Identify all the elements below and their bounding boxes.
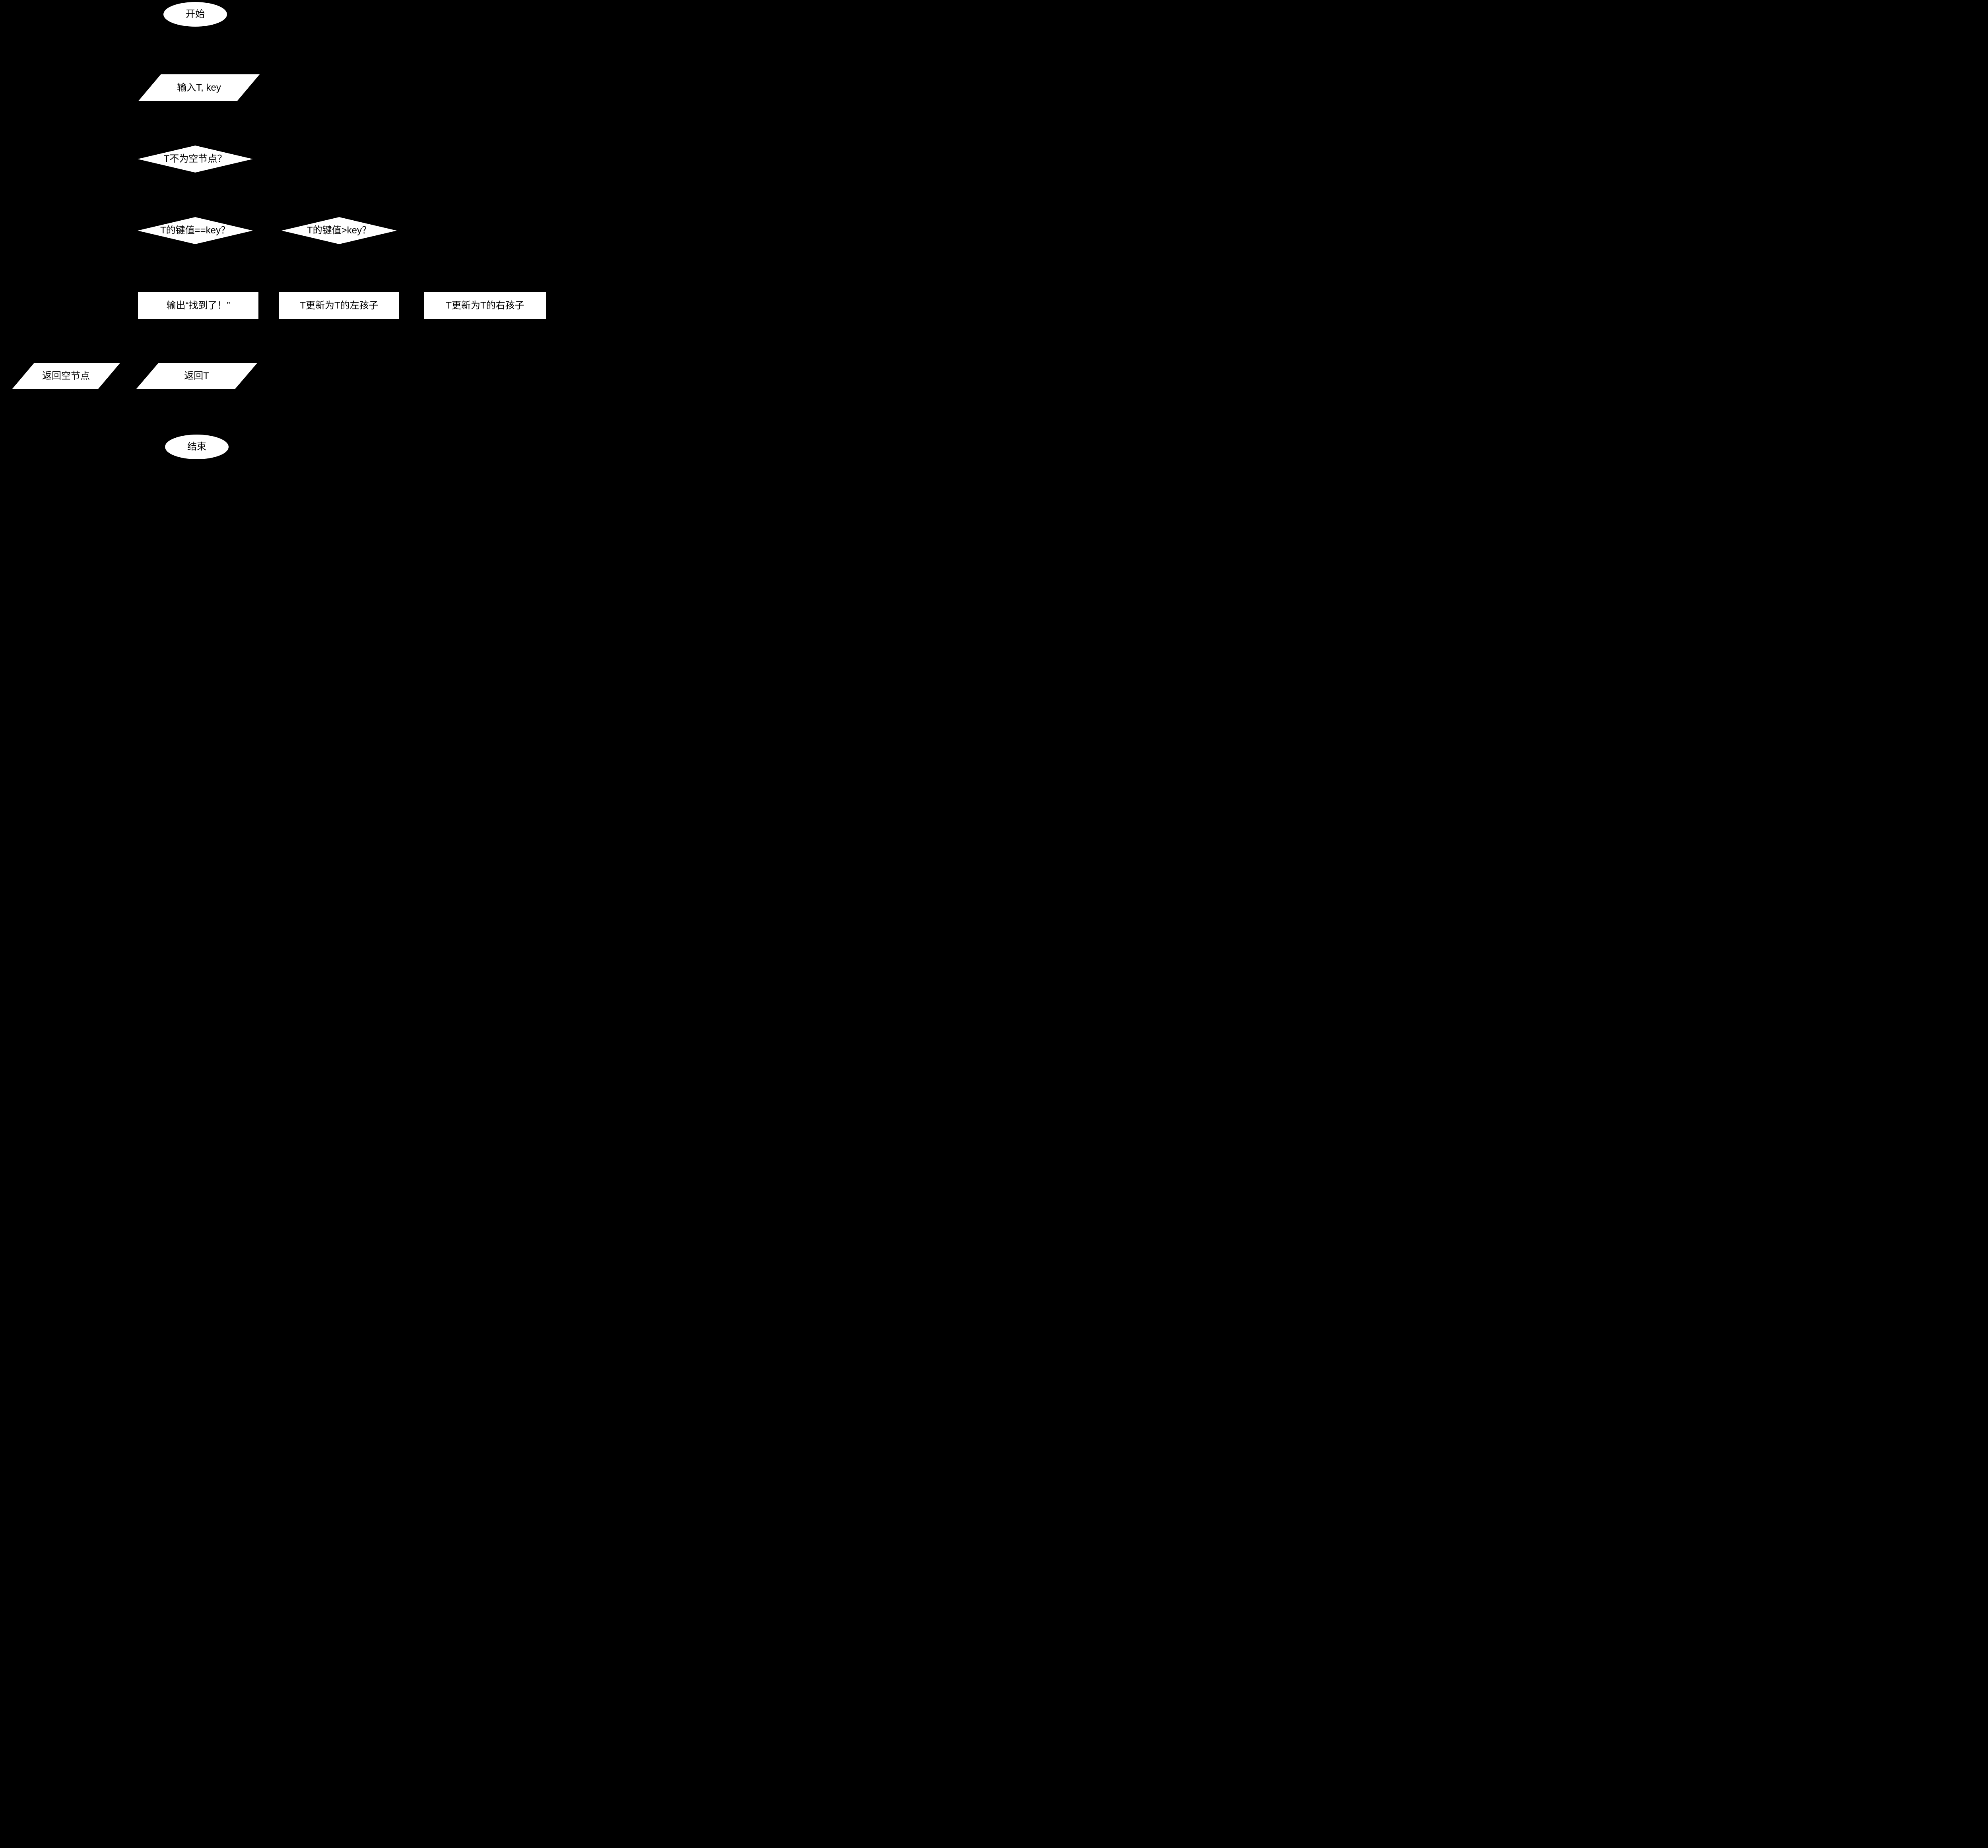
decision-node-t-not-empty: T不为空节点？ — [138, 146, 253, 173]
end-label: 结束 — [187, 441, 206, 452]
start-terminator-node: 开始 — [163, 2, 227, 27]
process-update-left-label: T更新为T的左孩子 — [300, 300, 379, 311]
flowchart-canvas: 开始 输入T, key T不为空节点？ T的键值==key？ T的键值>key？… — [0, 0, 564, 462]
io-return-t-label: 返回T — [184, 371, 209, 382]
decision-key-greater-label: T的键值>key？ — [307, 225, 372, 236]
decision-node-key-equal: T的键值==key？ — [138, 217, 253, 244]
end-terminator-node: 结束 — [165, 435, 229, 459]
decision-t-not-empty-label: T不为空节点？ — [163, 153, 227, 165]
process-node-update-left-child: T更新为T的左孩子 — [279, 292, 399, 319]
decision-node-key-greater: T的键值>key？ — [282, 217, 397, 244]
io-node-return-null: 返回空节点 — [12, 363, 120, 389]
process-node-output-found: 输出“找到了！” — [138, 292, 258, 319]
io-return-null-label: 返回空节点 — [42, 371, 90, 382]
process-output-found-label: 输出“找到了！” — [166, 300, 230, 311]
io-node-return-t: 返回T — [136, 363, 257, 389]
input-io-node: 输入T, key — [138, 74, 260, 101]
process-node-update-right-child: T更新为T的右孩子 — [424, 292, 546, 319]
decision-key-equal-label: T的键值==key？ — [160, 225, 231, 236]
start-label: 开始 — [186, 9, 205, 20]
input-label: 输入T, key — [177, 82, 221, 93]
process-update-right-label: T更新为T的右孩子 — [446, 300, 524, 311]
